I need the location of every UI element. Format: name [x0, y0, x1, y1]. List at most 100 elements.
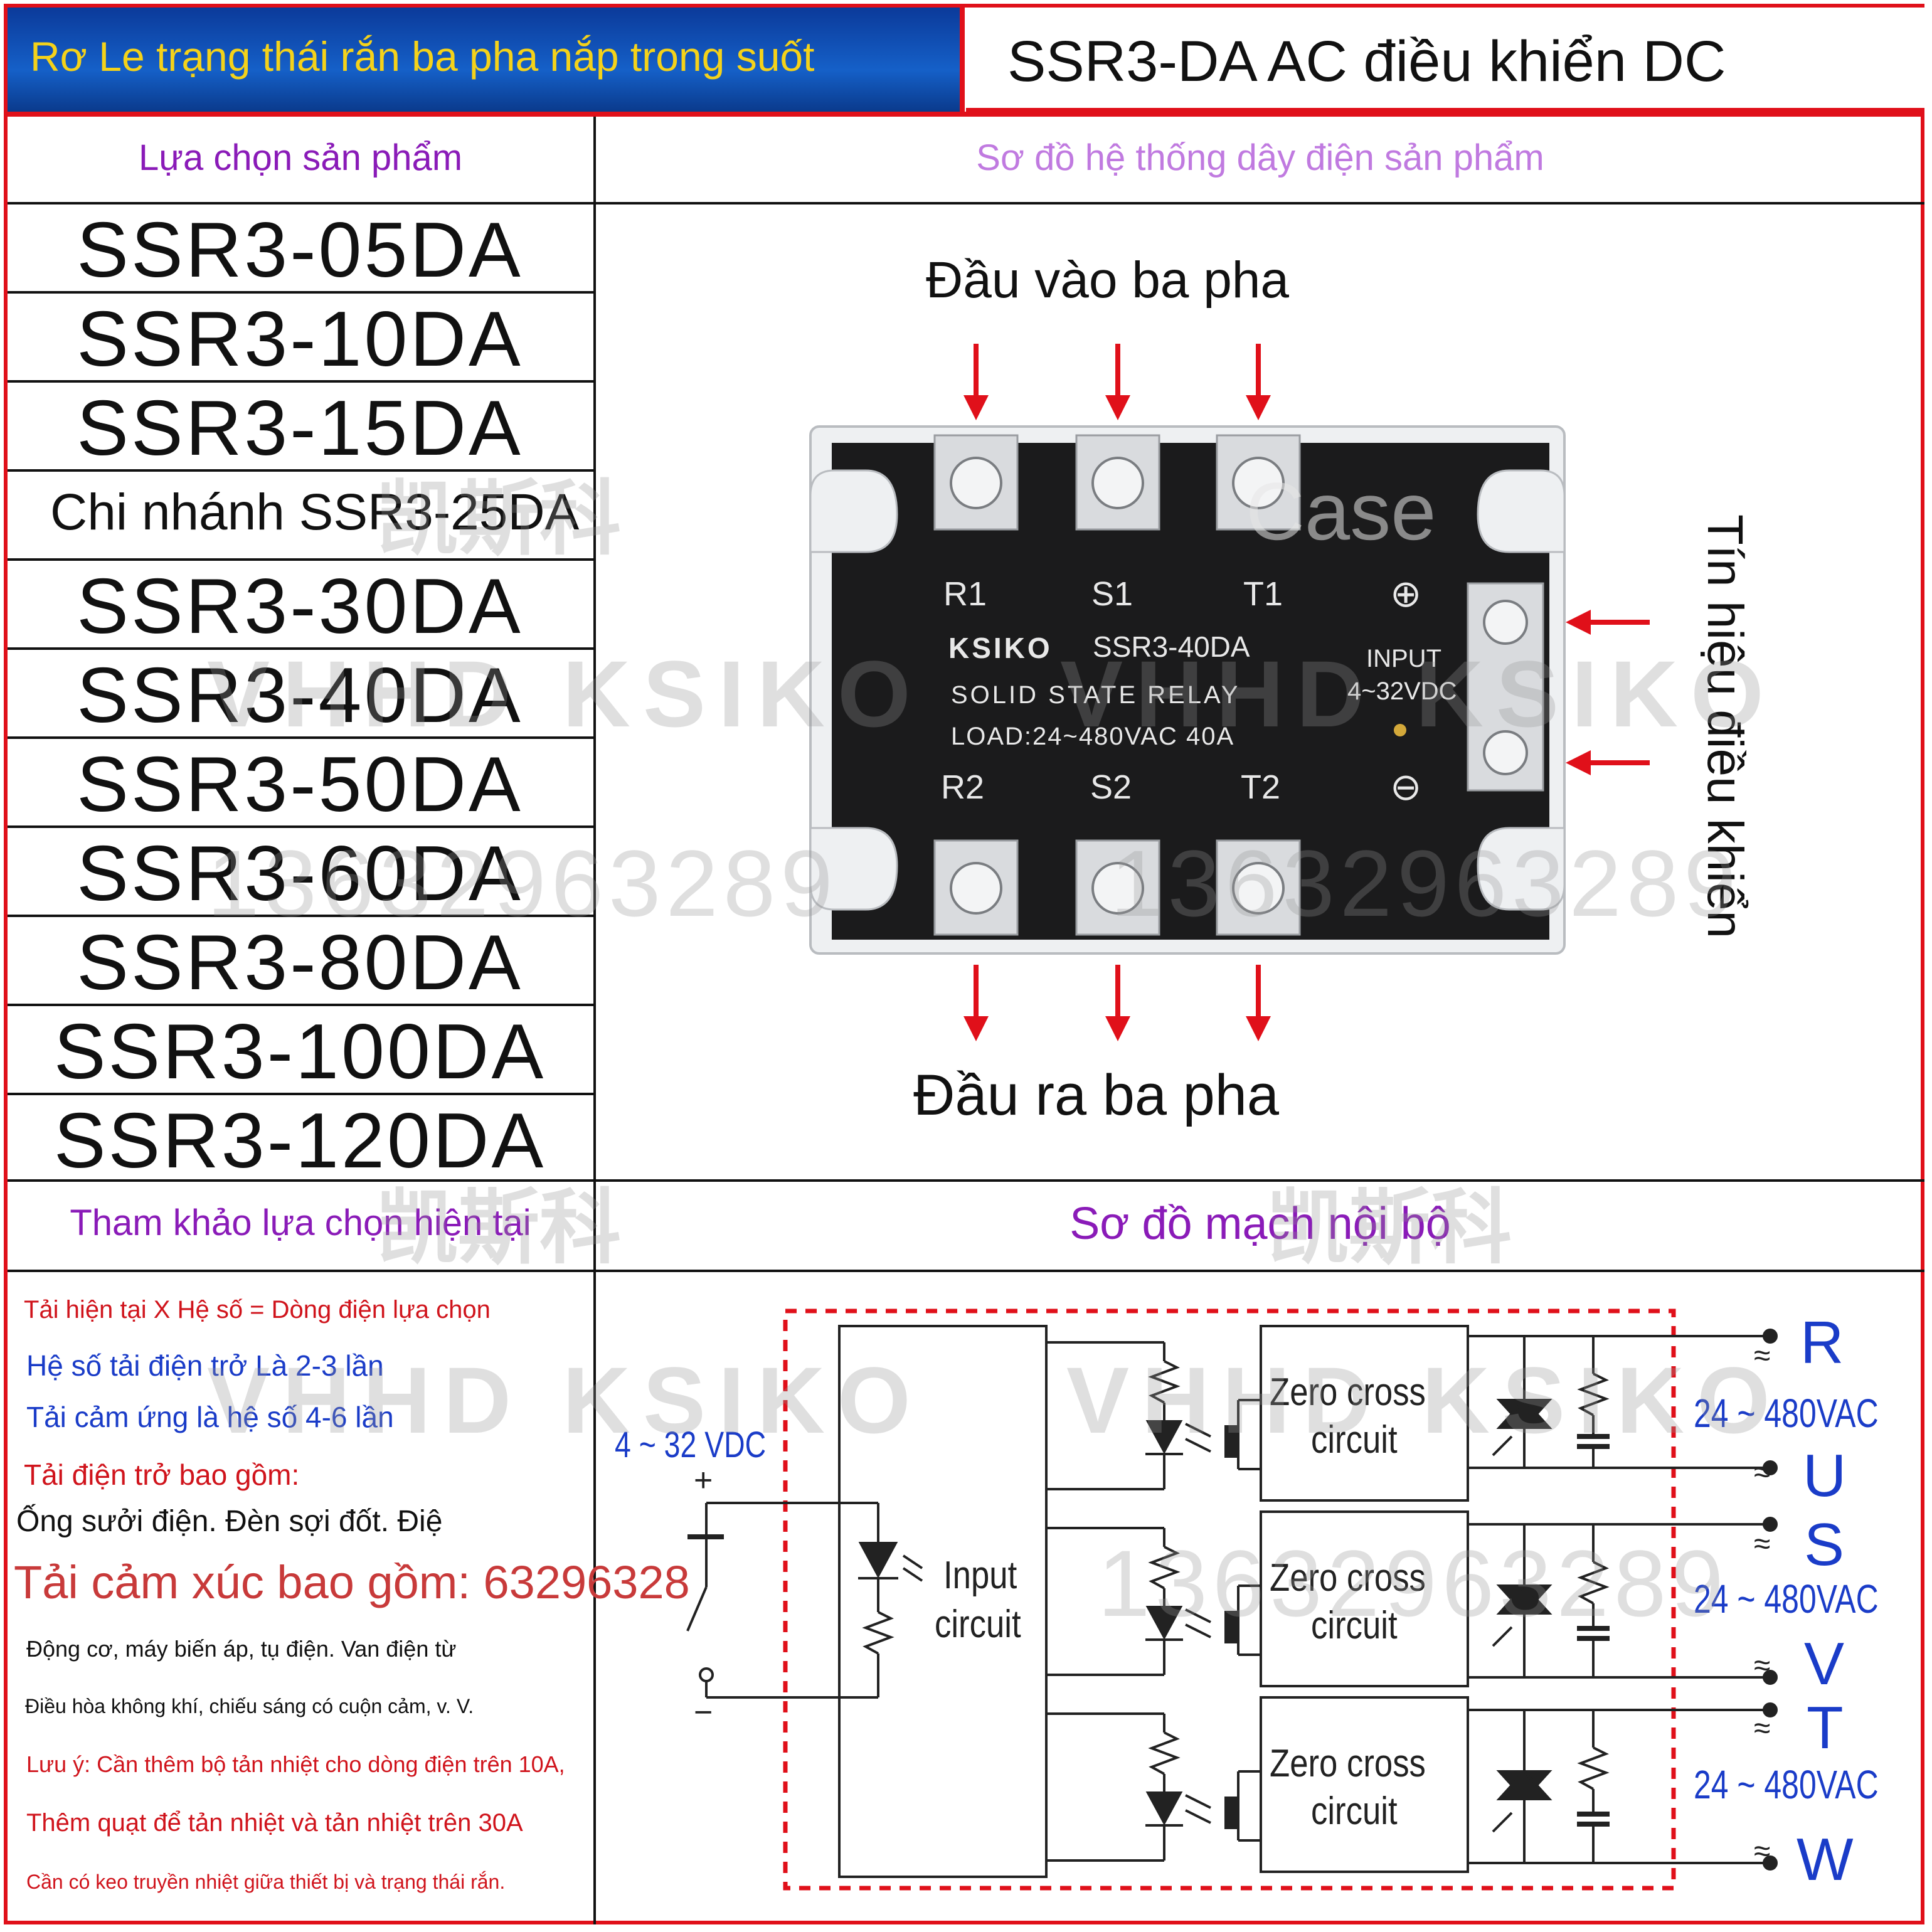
model-item[interactable]: SSR3-10DA	[77, 296, 523, 383]
model-divider	[8, 558, 593, 561]
model-divider	[8, 469, 593, 472]
model-item[interactable]: SSR3-100DA	[53, 1009, 546, 1095]
mount-notch	[809, 469, 898, 553]
terminal-label: R2	[941, 768, 985, 806]
model-divider	[8, 736, 593, 739]
terminal-label: S1	[1091, 575, 1133, 613]
phase-voltage: 24 ~ 480VAC	[1694, 1391, 1879, 1436]
wiring-diagram-heading: Sơ đồ hệ thống dây điện sản phẩm	[976, 137, 1544, 178]
screw-icon	[1232, 862, 1285, 915]
header-right-title: SSR3-DA AC điều khiển DC	[1007, 29, 1726, 93]
model-divider	[8, 380, 593, 383]
model-item[interactable]: SSR3-50DA	[77, 741, 523, 828]
ac-tilde-icon: ≈	[1754, 1527, 1771, 1561]
dc-plus: +	[694, 1462, 713, 1499]
header-right: SSR3-DA AC điều khiển DC	[966, 8, 1924, 112]
relay-load: LOAD:24~480VAC 40A	[951, 723, 1235, 750]
phase-in-label: T	[1807, 1694, 1844, 1761]
note-line: Lưu ý: Cần thêm bộ tản nhiệt cho dòng đi…	[26, 1751, 565, 1777]
relay-input-label: INPUT	[1366, 645, 1441, 672]
note-line: Tải cảm xúc bao gồm: 63296328	[14, 1556, 690, 1608]
note-line: Thêm quạt để tản nhiệt và tản nhiệt trên…	[26, 1809, 523, 1837]
terminal-label: R1	[943, 575, 987, 613]
model-divider	[8, 291, 593, 294]
relay-type: SOLID STATE RELAY	[951, 681, 1241, 709]
model-divider	[8, 1093, 593, 1095]
plus-icon: ⊕	[1390, 573, 1422, 615]
minus-icon: ⊖	[1390, 766, 1422, 808]
row-divider	[8, 202, 1924, 204]
channel-2	[1046, 1517, 1778, 1685]
screw-icon	[1091, 862, 1144, 915]
phase-out-label: W	[1797, 1826, 1854, 1893]
mount-notch	[809, 827, 898, 911]
screw-icon	[1232, 457, 1285, 509]
phase-out-label: V	[1804, 1630, 1845, 1697]
zero-cross-block	[1260, 1510, 1469, 1687]
zero-cross-label: circuit	[1311, 1604, 1398, 1647]
zero-cross-label: Zero cross	[1270, 1371, 1426, 1414]
column-divider	[593, 117, 596, 1924]
note-line: Ống sưởi điện. Đèn sợi đốt. Điệ	[16, 1505, 443, 1538]
zero-cross-label: circuit	[1311, 1790, 1398, 1833]
note-line: Tải hiện tại X Hệ số = Dòng điện lựa chọ…	[24, 1296, 491, 1324]
note-line: Động cơ, máy biến áp, tụ điện. Van điện …	[26, 1636, 457, 1662]
ac-tilde-icon: ≈	[1754, 1339, 1771, 1372]
ac-tilde-icon: ≈	[1754, 1456, 1771, 1489]
zero-cross-label: Zero cross	[1270, 1742, 1426, 1785]
note-line: Hệ số tải điện trở Là 2-3 lần	[26, 1349, 384, 1382]
product-selection-heading: Lựa chọn sản phẩm	[138, 137, 463, 178]
model-item[interactable]: SSR3-05DA	[77, 207, 523, 294]
relay-input-range: 4~32VDC	[1347, 677, 1457, 705]
dc-input-voltage: 4 ~ 32 VDC	[615, 1425, 767, 1465]
phase-voltage: 24 ~ 480VAC	[1694, 1762, 1879, 1807]
terminal-label: T2	[1241, 768, 1281, 806]
channel-1	[1046, 1329, 1778, 1490]
channel-3	[1046, 1702, 1778, 1871]
phase-in-label: R	[1800, 1309, 1844, 1376]
relay-model: SSR3-40DA	[1093, 630, 1250, 663]
input-circuit-label: Input	[943, 1554, 1017, 1597]
header-left: Rơ Le trạng thái rắn ba pha nắp trong su…	[8, 8, 965, 112]
header-divider	[8, 112, 1924, 117]
phase-voltage: 24 ~ 480VAC	[1694, 1576, 1879, 1622]
model-item[interactable]: SSR3-15DA	[77, 385, 523, 472]
model-item[interactable]: Chi nhánh SSR3-25DA	[50, 484, 580, 541]
module-boundary	[783, 1308, 1676, 1891]
input-circuit-block	[838, 1325, 1048, 1878]
model-item[interactable]: SSR3-80DA	[77, 920, 523, 1006]
ac-tilde-icon: ≈	[1754, 1712, 1771, 1745]
model-divider	[8, 1004, 593, 1006]
header-left-title: Rơ Le trạng thái rắn ba pha nắp trong su…	[30, 33, 815, 80]
zero-cross-label: circuit	[1311, 1418, 1398, 1462]
screw-icon	[1091, 457, 1144, 509]
row-divider	[8, 1179, 1924, 1182]
relay-body	[832, 443, 1549, 940]
screw-icon	[1483, 730, 1528, 775]
screw-icon	[950, 862, 1002, 915]
model-item[interactable]: SSR3-120DA	[53, 1098, 546, 1184]
mount-notch	[1477, 469, 1566, 553]
model-item[interactable]: SSR3-60DA	[77, 831, 523, 917]
mount-notch	[1477, 827, 1566, 911]
model-item[interactable]: SSR3-40DA	[77, 652, 523, 739]
note-line: Cần có keo truyền nhiệt giữa thiết bị và…	[26, 1871, 506, 1893]
current-reference-heading: Tham khảo lựa chọn hiện tại	[70, 1202, 531, 1243]
terminal-label: T1	[1243, 575, 1283, 613]
zero-cross-block	[1260, 1325, 1469, 1502]
model-item[interactable]: SSR3-30DA	[77, 563, 523, 650]
phase-out-label: U	[1803, 1442, 1847, 1509]
zero-cross-block	[1260, 1696, 1469, 1873]
model-divider	[8, 825, 593, 828]
terminal-label: S2	[1090, 768, 1132, 806]
screw-icon	[950, 457, 1002, 509]
page-frame	[4, 4, 1924, 1924]
ac-tilde-icon: ≈	[1754, 1835, 1771, 1868]
note-line: Điều hòa không khí, chiếu sáng có cuộn c…	[25, 1695, 474, 1717]
internal-circuit-heading: Sơ đồ mạch nội bộ	[1070, 1199, 1451, 1249]
note-line: Tải cảm ứng là hệ số 4-6 lần	[26, 1401, 394, 1433]
input-circuit-label: circuit	[935, 1603, 1021, 1646]
ac-tilde-icon: ≈	[1754, 1649, 1771, 1682]
